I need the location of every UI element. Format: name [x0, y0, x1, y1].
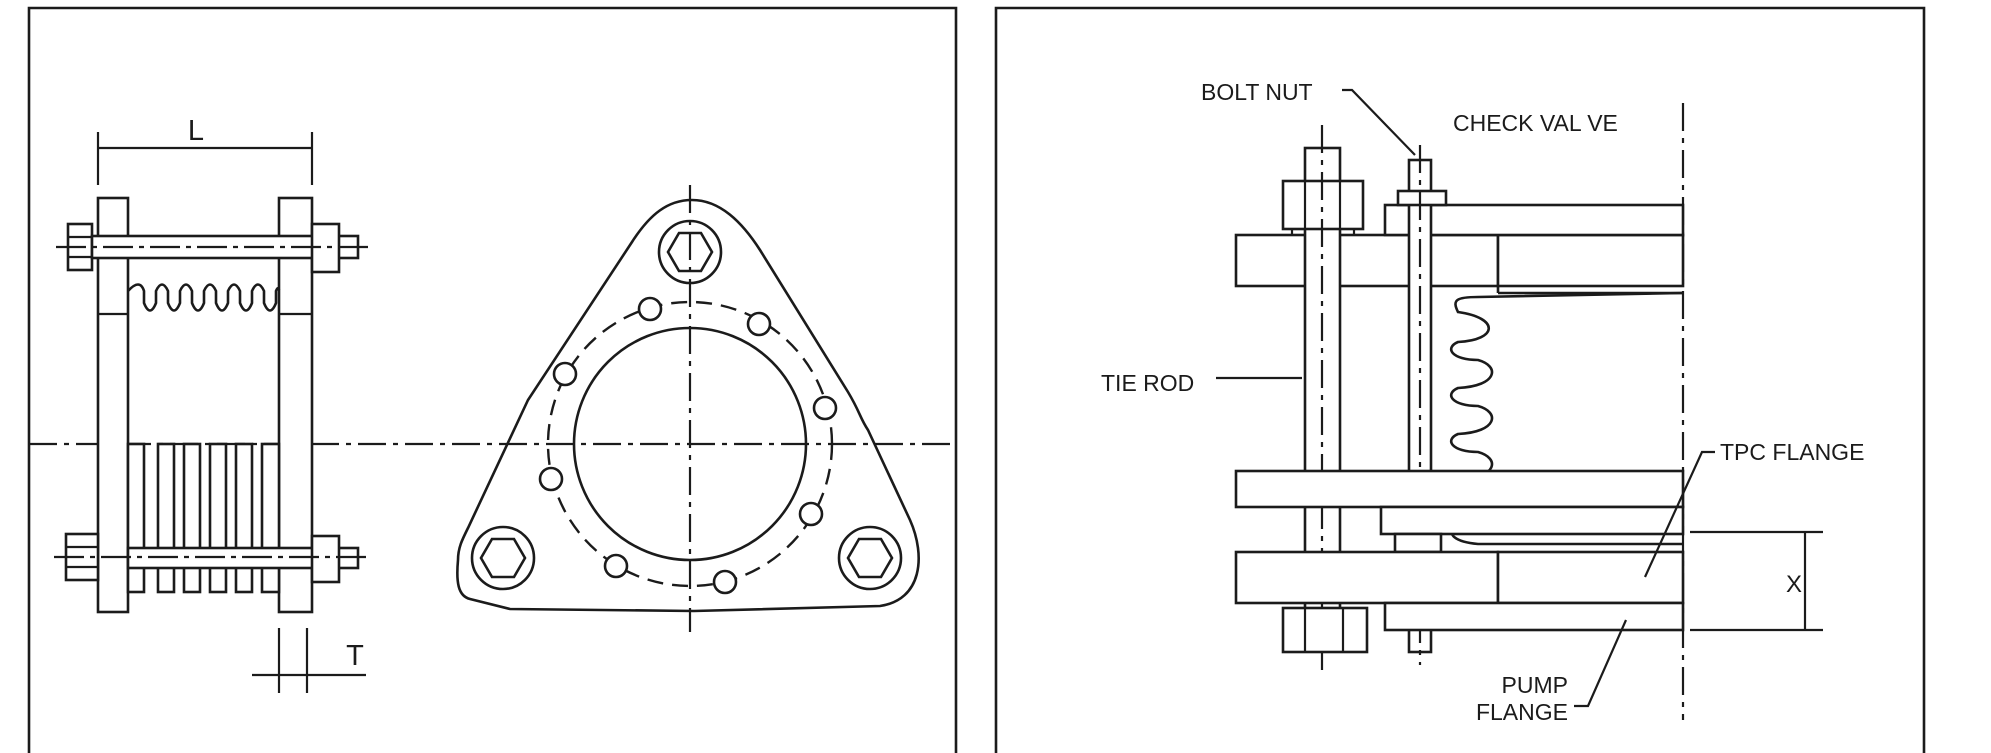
lower-flange-inner	[1496, 550, 1685, 605]
upper-flange-inner	[1496, 233, 1685, 288]
left-panel-frame	[27, 6, 958, 753]
check-valve-cap	[1383, 203, 1685, 237]
right-panel-frame	[994, 6, 1926, 753]
upper-flange-outer	[1234, 233, 1500, 288]
thickness-dimension-label: T	[346, 640, 364, 672]
bolt-washer	[1396, 189, 1448, 207]
hex-boss-top	[657, 219, 723, 285]
tie-rod-label: TIE ROD	[1101, 370, 1194, 396]
check-valve-label: CHECK VAL VE	[1453, 110, 1618, 136]
lower-tie-rod	[54, 532, 372, 584]
pump-flange	[1383, 601, 1685, 632]
left-flange-plate	[96, 196, 130, 614]
mid-collar	[1379, 505, 1685, 536]
tpc-flange-label: TPC FLANGE	[1720, 439, 1864, 465]
right-flange-plate	[277, 196, 314, 614]
pump-flange-label-line2: FLANGE	[1476, 699, 1568, 725]
bolt-nut-label: BOLT NUT	[1201, 79, 1313, 105]
thickness-dimension: T	[252, 628, 366, 693]
side-view: L	[54, 115, 372, 693]
lower-bellows	[126, 442, 281, 594]
front-view	[456, 185, 920, 632]
hex-boss-right	[837, 525, 903, 591]
upper-bellows	[127, 283, 281, 312]
mid-washer	[1393, 532, 1443, 554]
upper-tie-rod	[56, 222, 372, 274]
length-dimension: L	[96, 115, 314, 185]
section-view: X BOLT NUT CHECK VAL VE TIE ROD TPC FLAN…	[1101, 79, 1864, 725]
bore	[572, 326, 808, 562]
x-dimension-label: X	[1786, 571, 1802, 598]
mid-flange	[1234, 469, 1685, 509]
bolt-circle	[546, 300, 834, 588]
x-dimension: X	[1690, 530, 1823, 632]
length-dimension-label: L	[188, 115, 204, 147]
tie-rod-bottom-nut	[1281, 606, 1369, 654]
bolt-holes	[538, 296, 838, 595]
lower-flange-outer	[1234, 550, 1500, 605]
triangular-flange-outline	[456, 198, 920, 613]
tpc-flange-leader	[1643, 450, 1715, 578]
pump-flange-leader	[1574, 619, 1628, 708]
bolt-nut-leader	[1342, 88, 1416, 156]
pump-flange-label-line1: PUMP	[1502, 672, 1568, 698]
hex-boss-left	[470, 525, 536, 591]
